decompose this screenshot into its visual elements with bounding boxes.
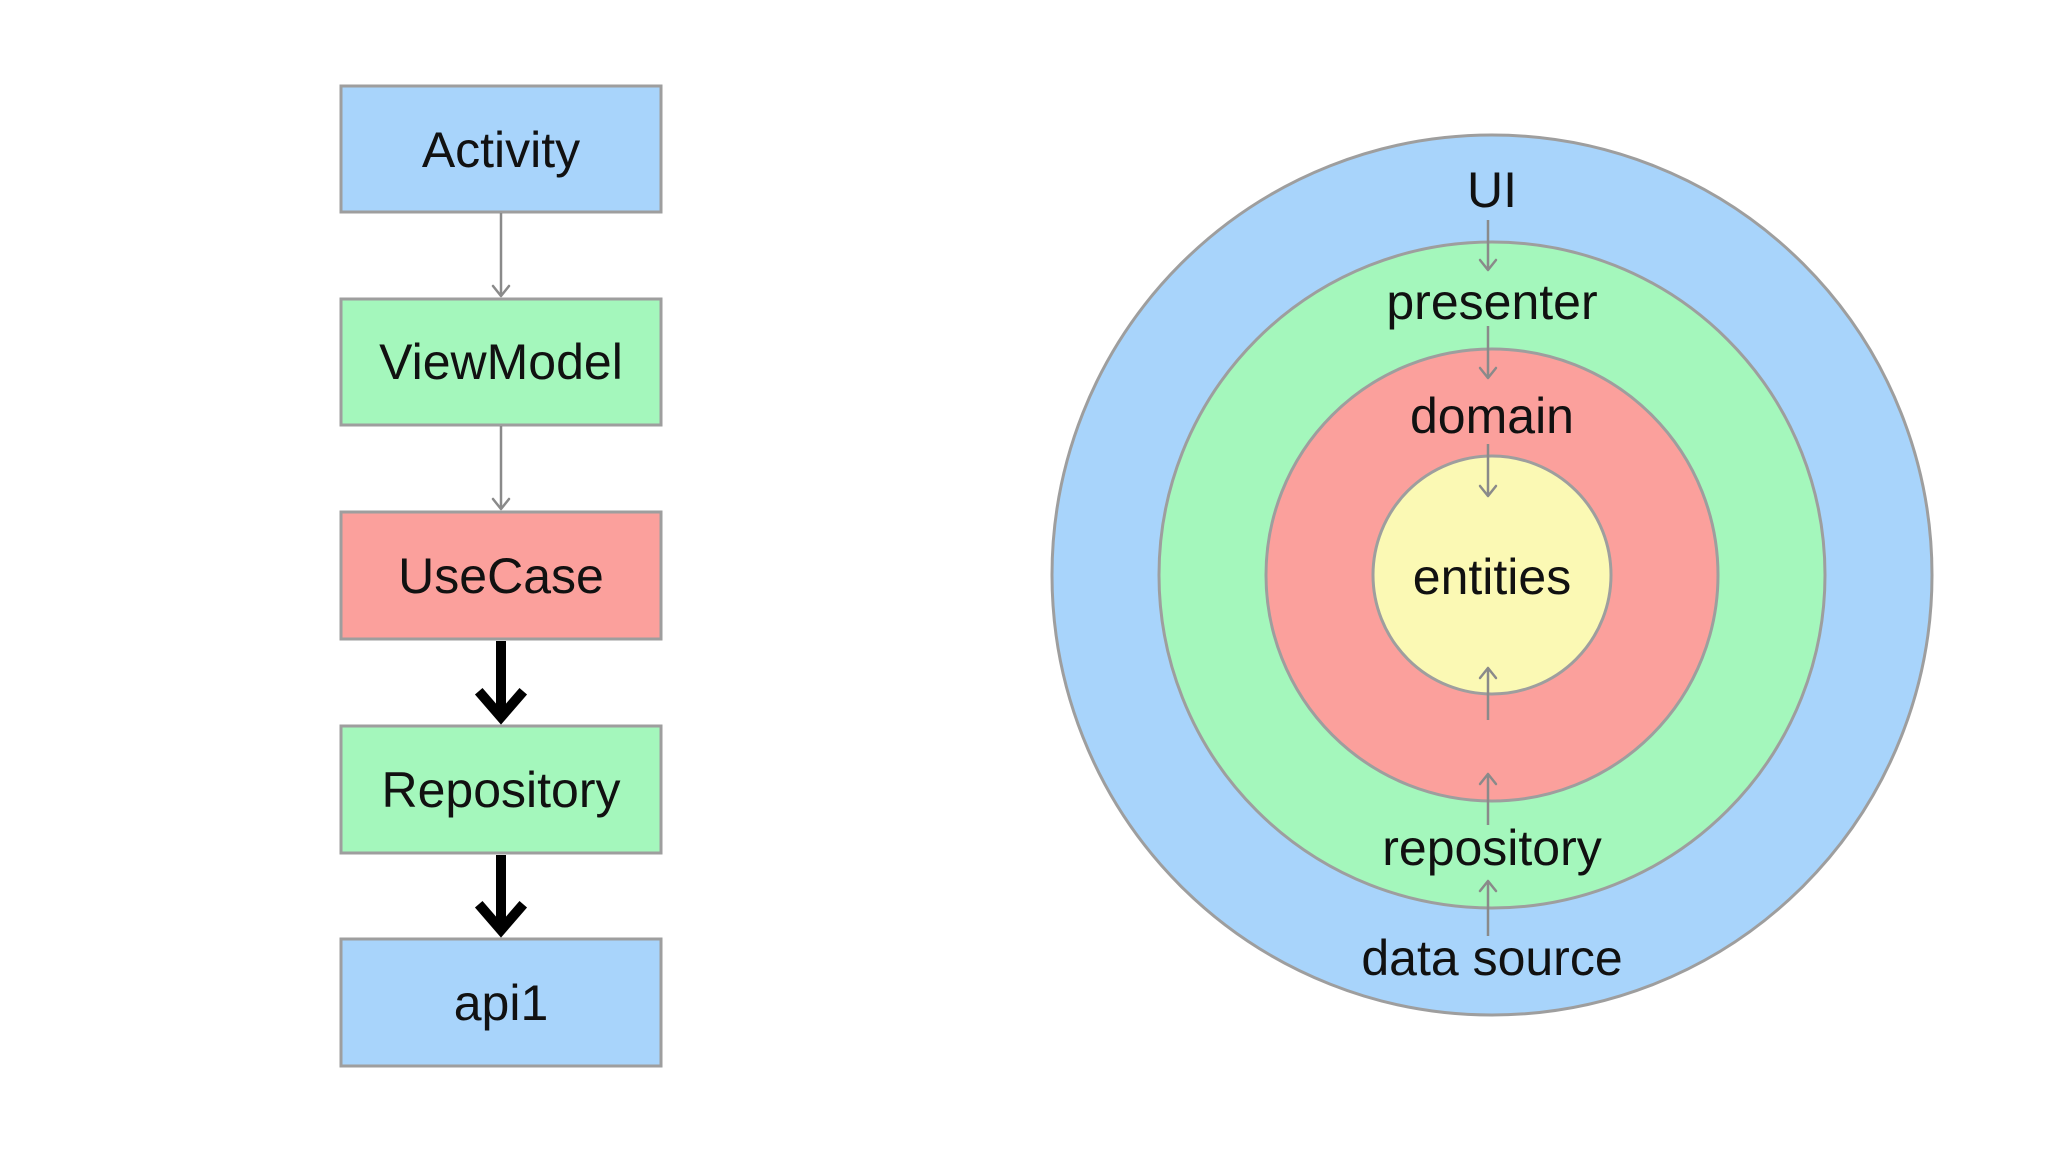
box-viewmodel-label: ViewModel xyxy=(379,334,623,390)
arrow-ui-to-presenter xyxy=(1478,220,1498,272)
box-activity-label: Activity xyxy=(422,122,580,178)
box-repository: Repository xyxy=(339,724,663,855)
dependency-flow: Activity ViewModel UseCase Repository ap… xyxy=(339,84,663,1068)
ring-label-presenter: presenter xyxy=(1386,274,1597,330)
box-usecase: UseCase xyxy=(339,510,663,641)
box-usecase-label: UseCase xyxy=(398,548,604,604)
box-usecase-rect xyxy=(339,510,663,641)
ring-label-data-source: data source xyxy=(1361,930,1622,986)
box-activity: Activity xyxy=(339,84,663,214)
box-repository-rect xyxy=(339,724,663,855)
box-activity-rect xyxy=(339,84,663,214)
ring-label-domain: domain xyxy=(1410,388,1574,444)
ring-entities xyxy=(1371,454,1613,696)
box-viewmodel: ViewModel xyxy=(339,297,663,427)
onion-diagram: UI presenter domain entities repository … xyxy=(1050,133,1934,1017)
arrow-viewmodel-to-usecase xyxy=(491,426,511,511)
arrow-usecase-to-repository xyxy=(474,641,528,725)
arrow-repository-to-domain xyxy=(1478,772,1498,825)
arrow-domain-to-entities xyxy=(1478,444,1498,498)
box-api1-label: api1 xyxy=(454,975,549,1031)
box-api1-rect xyxy=(339,937,663,1068)
ring-label-entities: entities xyxy=(1413,549,1571,605)
ring-label-repository: repository xyxy=(1382,820,1602,876)
box-api1: api1 xyxy=(339,937,663,1068)
arrow-domain-to-entities-bottom xyxy=(1478,666,1498,720)
ring-label-ui: UI xyxy=(1467,162,1517,218)
arrow-repository-to-api1 xyxy=(474,855,528,938)
arrow-activity-to-viewmodel xyxy=(491,213,511,298)
arrow-presenter-to-domain xyxy=(1478,326,1498,380)
arrow-datasource-to-repository xyxy=(1478,879,1498,936)
box-viewmodel-rect xyxy=(339,297,663,427)
box-repository-label: Repository xyxy=(382,762,621,818)
